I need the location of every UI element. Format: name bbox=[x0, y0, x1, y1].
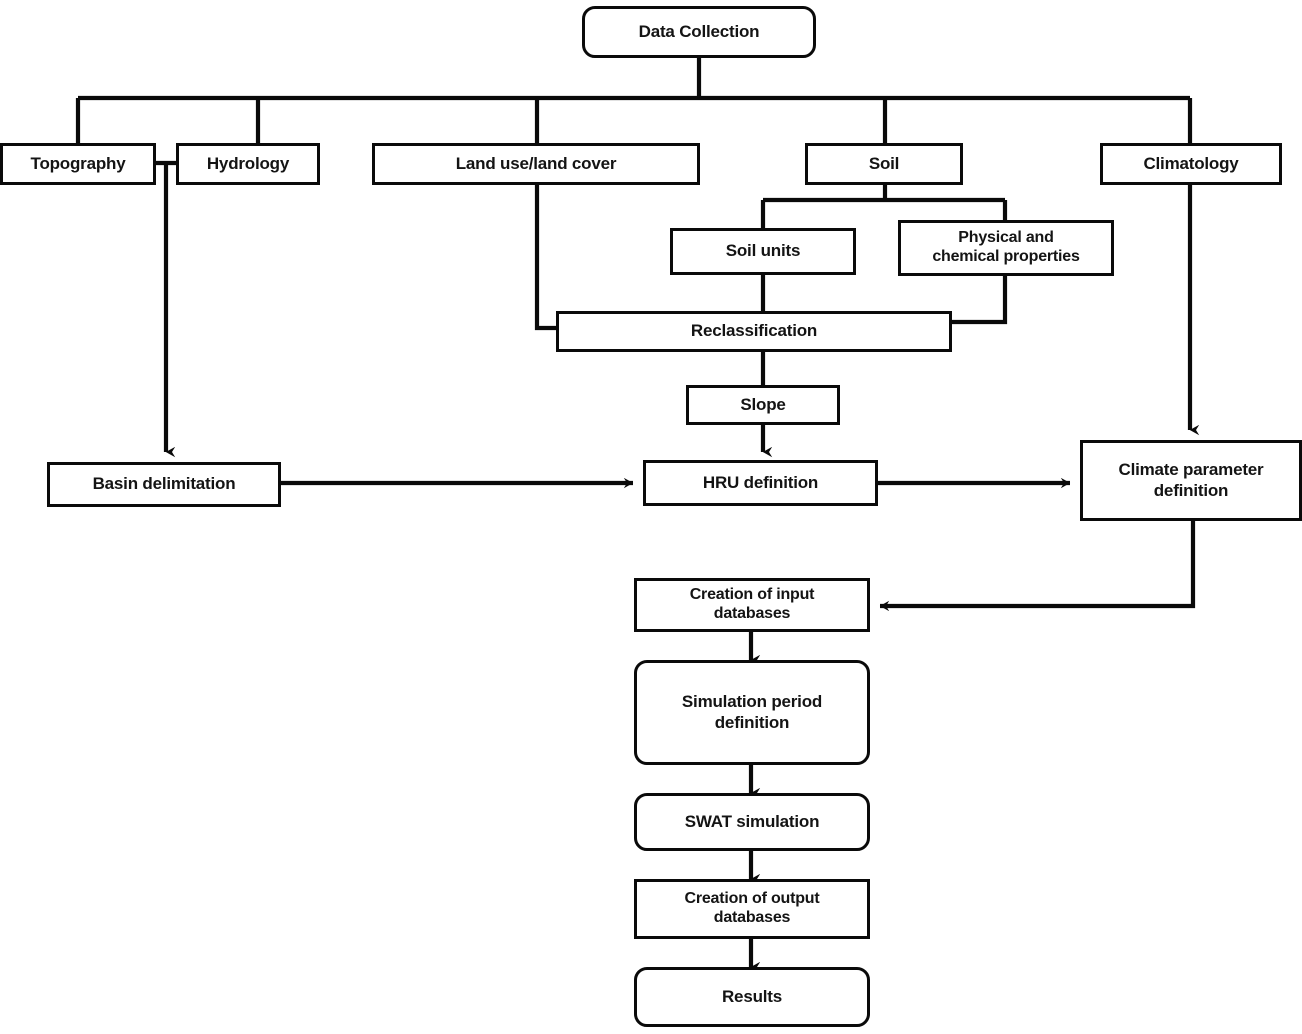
node-soil-label: Soil bbox=[868, 153, 900, 173]
node-reclassification-label: Reclassification bbox=[690, 321, 818, 341]
node-topography-label: Topography bbox=[30, 153, 126, 173]
node-climatology-label: Climatology bbox=[1143, 153, 1239, 173]
node-creation-of-output-databases[interactable]: Creation of output databases bbox=[634, 879, 870, 939]
node-data-collection-label: Data Collection bbox=[638, 21, 760, 41]
node-climate-parameter-definition-label: Climate parameter definition bbox=[1118, 460, 1264, 500]
edge-properties-to-reclassification bbox=[951, 276, 1008, 325]
node-simulation-period-definition[interactable]: Simulation period definition bbox=[634, 660, 870, 765]
node-soil-units[interactable]: Soil units bbox=[670, 228, 856, 275]
node-basin-delimitation[interactable]: Basin delimitation bbox=[47, 462, 281, 507]
node-simulation-period-definition-label: Simulation period definition bbox=[681, 692, 823, 732]
node-hydrology-label: Hydrology bbox=[206, 153, 290, 173]
node-land-use-land-cover[interactable]: Land use/land cover bbox=[372, 143, 700, 185]
node-data-collection[interactable]: Data Collection bbox=[582, 6, 816, 58]
node-hru-definition[interactable]: HRU definition bbox=[643, 460, 878, 506]
node-soil[interactable]: Soil bbox=[805, 143, 963, 185]
edge-climate-to-input-db bbox=[879, 521, 1196, 612]
node-creation-of-output-databases-label: Creation of output databases bbox=[684, 890, 820, 926]
node-creation-of-input-databases[interactable]: Creation of input databases bbox=[634, 578, 870, 632]
node-slope-label: Slope bbox=[740, 394, 786, 414]
node-climatology[interactable]: Climatology bbox=[1100, 143, 1282, 185]
node-physical-chemical-properties-label: Physical and chemical properties bbox=[932, 229, 1080, 265]
node-climate-parameter-definition[interactable]: Climate parameter definition bbox=[1080, 440, 1302, 521]
node-results[interactable]: Results bbox=[634, 967, 870, 1027]
node-hru-definition-label: HRU definition bbox=[702, 472, 819, 492]
node-results-label: Results bbox=[721, 986, 782, 1006]
node-reclassification[interactable]: Reclassification bbox=[556, 311, 952, 352]
edge-landuse-to-reclassification bbox=[534, 185, 558, 331]
node-land-use-land-cover-label: Land use/land cover bbox=[455, 153, 617, 173]
node-hydrology[interactable]: Hydrology bbox=[176, 143, 320, 185]
node-basin-delimitation-label: Basin delimitation bbox=[92, 474, 236, 494]
node-swat-simulation[interactable]: SWAT simulation bbox=[634, 793, 870, 851]
node-swat-simulation-label: SWAT simulation bbox=[684, 811, 820, 831]
node-soil-units-label: Soil units bbox=[725, 241, 801, 261]
node-slope[interactable]: Slope bbox=[686, 385, 840, 425]
node-physical-chemical-properties[interactable]: Physical and chemical properties bbox=[898, 220, 1114, 276]
node-creation-of-input-databases-label: Creation of input databases bbox=[689, 586, 815, 622]
node-topography[interactable]: Topography bbox=[0, 143, 156, 185]
